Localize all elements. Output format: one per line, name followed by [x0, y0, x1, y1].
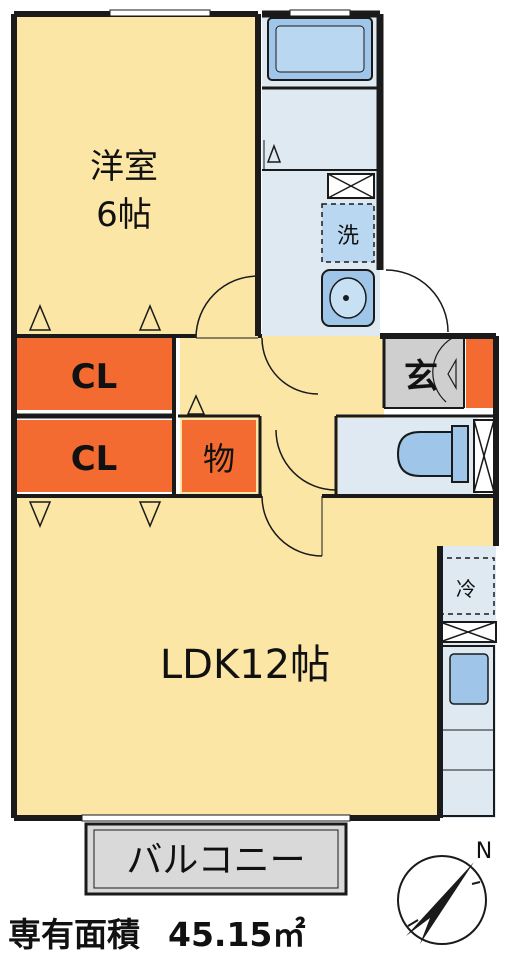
storage-closet	[182, 420, 256, 492]
closet-lower-label: CL	[71, 439, 118, 479]
closet-upper	[14, 338, 174, 410]
compass-tick2	[407, 919, 419, 927]
compass-needle	[406, 862, 474, 944]
bathtub-inner	[275, 25, 365, 73]
basin-drain	[343, 295, 349, 301]
walls	[11, 10, 499, 821]
kitchen-sink	[449, 653, 489, 705]
entrance-floor	[384, 338, 464, 408]
balcony	[84, 822, 348, 896]
slide-mark-1	[28, 304, 52, 331]
western-room-name: 洋室	[90, 147, 158, 187]
entrance-label: 玄	[404, 357, 438, 397]
floor-area: 専有面積 45.15㎡	[8, 908, 305, 956]
western-room-floor	[14, 14, 258, 336]
slide-mark-3	[28, 501, 52, 528]
door-swing-entrance	[432, 335, 457, 403]
compass-north-label: N	[476, 839, 492, 864]
closet-lower	[14, 420, 174, 492]
fridge-label: 冷	[456, 577, 476, 601]
balcony-label: バルコニー	[126, 840, 305, 881]
slide-mark-6	[447, 357, 457, 391]
bath-door-mark	[266, 143, 282, 163]
toilet-bowl	[396, 431, 453, 477]
vent-x2	[327, 173, 375, 199]
western-room-size: 6帖	[96, 195, 152, 235]
closet-upper-label: CL	[71, 357, 118, 397]
washer-label: 洗	[337, 224, 359, 249]
entrance-shoe-cabinet	[466, 338, 496, 408]
window-top-2	[289, 9, 351, 17]
north-compass: N	[397, 839, 492, 945]
slide-mark-2	[138, 304, 162, 331]
ldk-floor	[14, 496, 496, 818]
compass-tick1	[471, 881, 481, 885]
door-swing-hall	[261, 337, 319, 395]
washer-space	[321, 203, 375, 263]
window-bottom	[81, 814, 351, 822]
slide-mark-4	[138, 501, 162, 528]
floor-area-value: 45.15㎡	[168, 915, 306, 954]
door-swing-ldk	[261, 495, 323, 557]
fridge-space	[437, 557, 495, 615]
door-swing-wash	[385, 269, 449, 333]
storage-label: 物	[203, 440, 235, 478]
floor-area-label: 専有面積	[8, 915, 140, 954]
toilet-tank	[451, 425, 469, 483]
slide-mark-5	[186, 394, 206, 415]
door-swing-toilet	[275, 429, 337, 491]
ldk-label: LDK12帖	[160, 642, 330, 688]
window-top-1	[109, 9, 211, 17]
toilet-vent-x2	[473, 419, 495, 493]
balcony-inner	[93, 829, 339, 889]
ldk-lower-floor	[14, 780, 440, 818]
door-swing-bath	[195, 275, 259, 339]
kitchen-vent-x2	[439, 621, 497, 643]
